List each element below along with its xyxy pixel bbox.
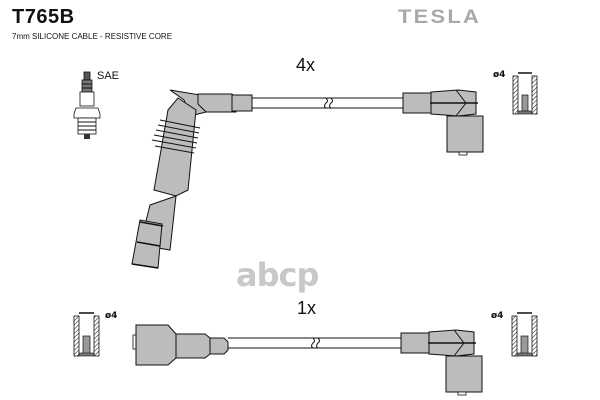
- bottom-right-terminal-diameter: ø4: [491, 311, 504, 321]
- bottom-left-terminal-diameter: ø4: [105, 311, 118, 321]
- spark-plug-standard-label: SAE: [97, 70, 120, 82]
- top-right-terminal-icon: [512, 72, 538, 115]
- top-cable-quantity: 4x: [296, 55, 316, 75]
- bottom-right-terminal-icon: [511, 312, 538, 357]
- brand-logo: TESLA: [398, 7, 482, 28]
- bottom-cable-coil-boot: [400, 329, 483, 396]
- top-cable-plug-boot: [131, 89, 253, 269]
- watermark: abcp: [236, 256, 319, 294]
- cable-description: 7mm SILICONE CABLE - RESISTIVE CORE: [12, 32, 173, 41]
- top-cable-coil-boot: [402, 89, 484, 156]
- bottom-left-terminal-icon: [73, 312, 100, 357]
- bottom-cable-wire: [228, 337, 402, 349]
- part-number: T765B: [12, 6, 75, 28]
- bottom-cable-left-boot: [132, 324, 229, 366]
- top-right-terminal-diameter: ø4: [493, 70, 506, 80]
- bottom-cable-quantity: 1x: [297, 298, 317, 318]
- top-cable-wire: [252, 97, 404, 109]
- spark-plug-icon: [73, 71, 101, 139]
